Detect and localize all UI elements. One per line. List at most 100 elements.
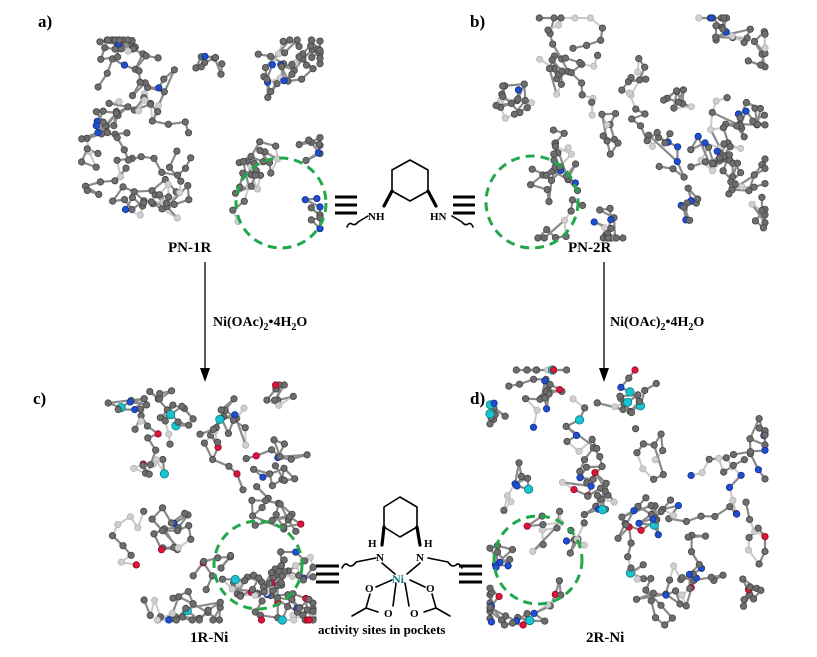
carbon-atom bbox=[280, 440, 288, 448]
carbon-atom bbox=[597, 36, 605, 44]
carbon-atom bbox=[242, 454, 250, 463]
carbon-atom bbox=[687, 548, 696, 556]
o-label-2: O bbox=[426, 583, 435, 595]
carbon-atom bbox=[115, 98, 123, 106]
carbon-atom bbox=[140, 596, 148, 604]
carbon-atom bbox=[669, 165, 677, 173]
nitrogen-atom bbox=[314, 149, 323, 157]
oxygen-atom bbox=[157, 546, 166, 554]
carbon-atom bbox=[719, 571, 727, 579]
nitrogen-atom bbox=[617, 383, 625, 391]
carbon-atom bbox=[563, 437, 571, 446]
carbon-atom bbox=[695, 560, 703, 569]
carbon-atom bbox=[588, 111, 596, 119]
nitrogen-atom bbox=[504, 562, 512, 570]
carbon-atom bbox=[148, 515, 156, 523]
oxygen-atom bbox=[556, 385, 564, 394]
bond bbox=[548, 67, 558, 96]
carbon-atom bbox=[147, 198, 155, 206]
carbon-atom bbox=[283, 602, 292, 611]
carbon-atom bbox=[582, 463, 591, 471]
carbon-atom bbox=[140, 199, 148, 207]
carbon-atom bbox=[601, 487, 609, 495]
carbon-atom bbox=[627, 539, 635, 547]
carbon-atom bbox=[114, 520, 122, 528]
carbon-atom bbox=[602, 479, 610, 487]
carbon-atom bbox=[103, 129, 112, 137]
bond bbox=[107, 397, 146, 405]
carbon-atom bbox=[303, 451, 311, 459]
carbon-atom bbox=[268, 481, 276, 490]
carbon-atom bbox=[680, 173, 688, 181]
carbon-atom bbox=[652, 379, 660, 388]
carbon-atom bbox=[309, 573, 317, 581]
carbon-atom bbox=[122, 164, 130, 172]
carbon-atom bbox=[189, 572, 197, 580]
carbon-atom bbox=[657, 601, 665, 609]
carbon-atom bbox=[642, 586, 650, 594]
pocket-circle-d bbox=[492, 514, 584, 606]
n-label-left: N bbox=[376, 552, 384, 564]
carbon-atom bbox=[275, 401, 283, 409]
carbon-atom bbox=[627, 74, 635, 82]
carbon-atom bbox=[761, 475, 769, 483]
pocket-circle-a bbox=[234, 156, 328, 250]
carbon-atom bbox=[564, 144, 572, 152]
carbon-atom bbox=[746, 435, 754, 443]
carbon-atom bbox=[647, 574, 655, 583]
nitrogen-atom bbox=[673, 158, 681, 166]
carbon-atom bbox=[639, 575, 648, 583]
carbon-atom bbox=[486, 584, 494, 592]
carbon-atom bbox=[611, 403, 619, 411]
carbon-atom bbox=[166, 440, 174, 448]
carbon-atom bbox=[239, 157, 247, 166]
carbon-atom bbox=[545, 198, 553, 206]
o-label-3: O bbox=[384, 608, 393, 620]
carbon-atom bbox=[214, 438, 222, 446]
carbon-atom bbox=[165, 430, 173, 438]
nitrogen-atom bbox=[761, 446, 769, 454]
carbon-atom bbox=[173, 147, 181, 155]
carbon-atom bbox=[510, 110, 519, 118]
carbon-atom bbox=[708, 167, 716, 175]
carbon-atom bbox=[500, 506, 508, 514]
carbon-atom bbox=[745, 187, 753, 195]
carbon-atom bbox=[619, 405, 627, 414]
carbon-atom bbox=[256, 138, 264, 146]
nitrogen-atom bbox=[541, 377, 549, 385]
carbon-atom bbox=[671, 587, 680, 595]
bond bbox=[157, 68, 176, 107]
bond bbox=[750, 203, 767, 224]
panel-letter-c: c) bbox=[33, 389, 46, 408]
carbon-atom bbox=[145, 470, 153, 478]
carbon-atom bbox=[209, 616, 217, 624]
carbon-atom bbox=[96, 38, 104, 46]
carbon-atom bbox=[184, 587, 192, 596]
carbon-atom bbox=[150, 530, 158, 538]
carbon-atom bbox=[639, 465, 647, 473]
carbon-atom bbox=[291, 475, 299, 483]
oxygen-atom bbox=[761, 532, 769, 541]
carbon-atom bbox=[136, 211, 144, 219]
nitrogen-atom bbox=[590, 218, 598, 226]
oxygen-atom bbox=[495, 592, 503, 601]
carbon-atom bbox=[140, 395, 148, 403]
carbon-atom bbox=[712, 33, 720, 41]
carbon-atom bbox=[758, 193, 766, 201]
carbon-atom bbox=[290, 616, 298, 624]
carbon-atom bbox=[657, 507, 665, 516]
carbon-atom bbox=[124, 47, 132, 55]
carbon-atom bbox=[697, 512, 705, 520]
reaction-arrow-right bbox=[599, 262, 609, 382]
nitrogen-atom bbox=[733, 510, 741, 518]
compound-label-1r-ni: 1R-Ni bbox=[190, 630, 228, 646]
carbon-atom bbox=[187, 154, 195, 162]
carbon-atom bbox=[249, 512, 257, 520]
carbon-atom bbox=[712, 22, 720, 30]
carbon-atom bbox=[137, 417, 145, 425]
carbon-atom bbox=[200, 439, 208, 447]
carbon-atom bbox=[624, 553, 632, 561]
carbon-atom bbox=[650, 441, 658, 449]
carbon-atom bbox=[104, 399, 112, 407]
